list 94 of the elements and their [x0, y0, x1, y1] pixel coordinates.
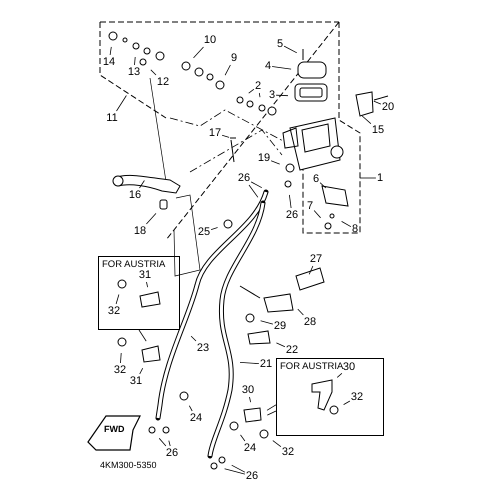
callout-number: 19: [258, 152, 270, 164]
inset-heading: FOR AUSTRIA: [102, 259, 166, 270]
leader-line: [224, 468, 246, 474]
leader-line: [224, 64, 231, 76]
leader-line: [373, 100, 382, 104]
callout-number: 32: [350, 391, 364, 403]
inset-panel: [98, 256, 180, 330]
callout-number: 4: [264, 60, 272, 72]
callout-number: 31: [138, 269, 152, 281]
callout-number: 24: [190, 412, 202, 424]
leader-line: [158, 438, 166, 446]
leader-line: [276, 342, 286, 348]
leader-line: [139, 180, 145, 188]
leader-line: [231, 464, 246, 473]
leader-line: [297, 308, 304, 316]
leader-line: [168, 440, 171, 446]
leader-line: [266, 410, 276, 416]
callout-number: 31: [130, 375, 142, 387]
leader-line: [210, 227, 218, 230]
leader-line: [284, 46, 298, 54]
leader-line: [150, 69, 156, 76]
callout-number: 14: [102, 56, 116, 68]
callout-number: 7: [306, 200, 314, 212]
callout-number: 16: [128, 189, 142, 201]
leader-line: [249, 396, 251, 403]
leader-line: [120, 352, 122, 364]
leader-line: [320, 182, 326, 188]
callout-number: 30: [242, 384, 254, 396]
callout-number: 20: [382, 101, 394, 113]
callout-number: 18: [134, 225, 146, 237]
leader-line: [362, 116, 372, 124]
leader-line: [272, 440, 282, 448]
leader-line: [190, 336, 196, 342]
callout-number: 29: [274, 320, 286, 332]
callout-number: 27: [310, 253, 322, 265]
leader-line: [139, 368, 144, 374]
leader-line: [116, 95, 127, 112]
leader-line: [146, 213, 156, 224]
leader-line: [248, 184, 258, 198]
leader-line: [266, 404, 276, 411]
callout-number: 3: [268, 89, 276, 101]
callout-number: 26: [246, 470, 258, 482]
callout-number: 23: [196, 342, 210, 354]
callout-number: 8: [352, 223, 358, 235]
callout-number: 26: [238, 172, 250, 184]
leader-line: [110, 46, 112, 56]
callout-number: 24: [244, 442, 256, 454]
callout-number: 2: [254, 80, 262, 92]
callout-number: 10: [204, 34, 216, 46]
leader-line: [276, 94, 288, 96]
callout-number: 13: [128, 66, 140, 78]
leader-line: [336, 372, 342, 378]
leader-line: [116, 294, 120, 304]
callout-number: 32: [108, 305, 120, 317]
callout-number: 1: [376, 172, 384, 184]
leader-line: [146, 282, 148, 288]
leader-line: [248, 88, 254, 94]
leader-line: [188, 405, 193, 412]
callout-number: 12: [156, 76, 170, 88]
leader-line: [250, 182, 262, 188]
leader-line: [138, 330, 147, 342]
leader-line: [314, 210, 321, 218]
leader-line: [343, 400, 350, 405]
callout-number: 15: [372, 124, 384, 136]
callout-number: 32: [114, 364, 126, 376]
inset-heading: FOR AUSTRIA: [280, 361, 344, 372]
callout-number: 30: [342, 361, 356, 373]
callout-number: 17: [208, 127, 222, 139]
callout-number: 5: [276, 38, 284, 50]
leader-line: [240, 434, 246, 442]
leader-line: [193, 46, 204, 58]
callout-number: 21: [260, 358, 272, 370]
callout-number: 25: [198, 226, 210, 238]
leader-line: [270, 160, 280, 164]
callout-number: 11: [106, 112, 118, 124]
callout-number: 26: [166, 447, 178, 459]
leader-line: [258, 92, 260, 98]
callout-number: 6: [312, 173, 320, 185]
callout-number: 26: [286, 209, 298, 221]
leader-line: [222, 134, 230, 138]
leader-line: [240, 362, 260, 364]
figure-code: 4KM300-5350: [100, 460, 157, 470]
callout-number: 28: [304, 316, 316, 328]
inset-panel: [276, 358, 384, 436]
direction-label: FWD: [104, 424, 124, 434]
leader-line: [308, 266, 314, 275]
callout-number: 22: [286, 344, 298, 356]
callout-number: 9: [230, 52, 238, 64]
leader-line: [289, 194, 292, 208]
leader-line: [272, 66, 292, 70]
leader-line: [341, 221, 352, 228]
callout-number: 32: [282, 446, 294, 458]
leader-line: [260, 320, 274, 324]
leader-line: [134, 56, 136, 66]
